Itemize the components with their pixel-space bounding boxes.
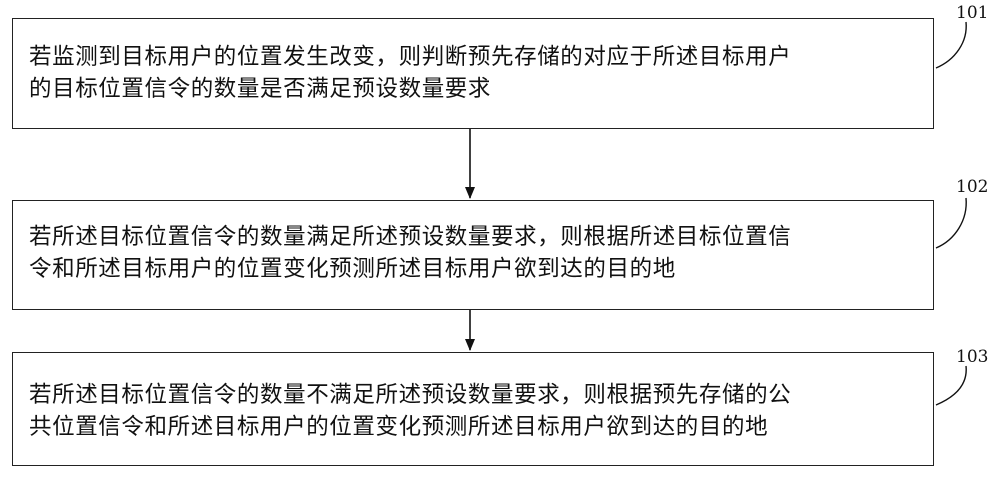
step-101-line-1: 若监测到目标用户的位置发生改变，则判断预先存储的对应于所述目标用户	[29, 41, 923, 73]
step-text-102: 若所述目标位置信令的数量满足所述预设数量要求，则根据所述目标位置信 令和所述目标…	[29, 221, 923, 285]
step-box-103: 若所述目标位置信令的数量不满足所述预设数量要求，则根据预先存储的公 共位置信令和…	[12, 352, 934, 466]
step-102-line-1: 若所述目标位置信令的数量满足所述预设数量要求，则根据所述目标位置信	[29, 221, 923, 253]
step-text-101: 若监测到目标用户的位置发生改变，则判断预先存储的对应于所述目标用户 的目标位置信…	[29, 41, 923, 105]
leader-curve-101	[936, 22, 966, 68]
step-text-103: 若所述目标位置信令的数量不满足所述预设数量要求，则根据预先存储的公 共位置信令和…	[29, 379, 923, 443]
step-label-102: 102	[956, 177, 988, 197]
step-103-line-2: 共位置信令和所述目标用户的位置变化预测所述目标用户欲到达的目的地	[29, 411, 923, 443]
step-box-101: 若监测到目标用户的位置发生改变，则判断预先存储的对应于所述目标用户 的目标位置信…	[12, 18, 934, 129]
step-label-101: 101	[956, 3, 988, 23]
step-101-line-2: 的目标位置信令的数量是否满足预设数量要求	[29, 73, 923, 105]
step-102-line-2: 令和所述目标用户的位置变化预测所述目标用户欲到达的目的地	[29, 253, 923, 285]
leader-curve-102	[936, 198, 966, 248]
step-label-103: 103	[956, 347, 988, 367]
leader-curve-103	[936, 366, 966, 405]
step-103-line-1: 若所述目标位置信令的数量不满足所述预设数量要求，则根据预先存储的公	[29, 379, 923, 411]
step-box-102: 若所述目标位置信令的数量满足所述预设数量要求，则根据所述目标位置信 令和所述目标…	[12, 200, 934, 310]
